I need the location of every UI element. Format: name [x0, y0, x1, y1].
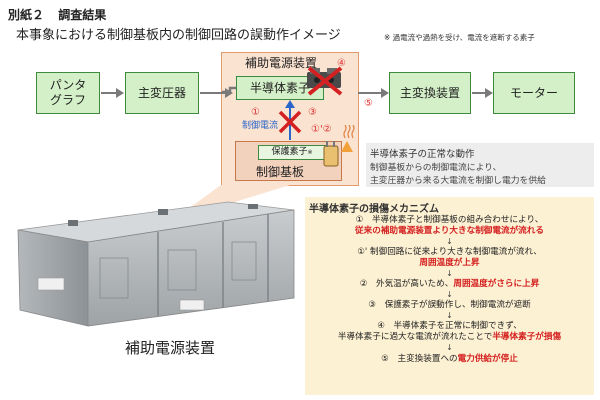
- protection-footnote-mark: ※: [307, 148, 313, 156]
- header-tag-text: 別紙２: [8, 8, 45, 22]
- protection-element-box: 保護素子※: [258, 145, 326, 160]
- step-arrow: ↓: [446, 237, 453, 246]
- step-4-text: 半導体素子に過大な電流が流れたことで: [337, 332, 493, 342]
- step-arrow: ↓: [446, 290, 453, 299]
- pantograph-box: パンタ グラフ: [36, 72, 100, 114]
- step-5-text: ⑤ 主変換装置への: [381, 354, 458, 364]
- damaged-semiconductor-icon: [307, 66, 343, 96]
- aux-power-device-photo: [8, 200, 298, 330]
- step-5-emph: 電力供給が停止: [457, 354, 518, 364]
- control-board-label: 制御基板: [255, 165, 304, 179]
- arrow-aux-converter: [358, 88, 389, 98]
- step-5-line: ⑤ 主変換装置への電力供給が停止: [305, 354, 594, 364]
- page-subtitle: 本事象における制御基板内の制御回路の誤動作イメージ: [16, 28, 341, 43]
- step-3-line: ③ 保護素子が誤動作し、制御電流が遮断: [368, 300, 531, 310]
- marker-1p2: ①'②: [311, 124, 332, 135]
- main-transformer-label: 主変圧器: [137, 85, 186, 100]
- marker-3: ③: [308, 107, 317, 118]
- header-heading: 調査結果: [58, 8, 107, 22]
- step-4-line1: ④ 半導体素子を正常に制御できず、: [377, 321, 522, 331]
- footnote: ※ 過電流や過熱を受け、電流を遮断する素子: [384, 33, 535, 42]
- main-converter-label: 主変換装置: [399, 85, 460, 100]
- step-4-line2: 半導体素子に過大な電流が流れたことで半導体素子が損傷: [305, 332, 594, 342]
- step-arrow: ↓: [446, 343, 453, 352]
- step-2-line: ② 外気温が高いため、周囲温度がさらに上昇: [305, 279, 594, 289]
- step-1p-line2: 周囲温度が上昇: [419, 258, 480, 268]
- motor-label: モーター: [509, 85, 558, 100]
- control-current-label: 制御電流: [242, 121, 279, 131]
- step-4-emph: 半導体素子が損傷: [492, 332, 562, 342]
- normal-operation-note: 半導体素子の正常な動作 制御基板からの制御電流により、 主変圧器から来る大電流を…: [366, 143, 594, 187]
- step-2-emph: 周囲温度がさらに上昇: [453, 279, 540, 289]
- photo-caption: 補助電源装置: [124, 339, 215, 357]
- step-1-line2: 従来の補助電源装置より大きな制御電流が流れる: [355, 226, 544, 236]
- protection-element-label: 保護素子: [271, 146, 308, 157]
- device-drawing: [17, 201, 295, 327]
- normal-note-title: 半導体素子の正常な動作: [370, 149, 475, 160]
- marker-1: ①: [251, 107, 260, 118]
- semiconductor-label: 半導体素子: [249, 80, 310, 95]
- aux-power-label: 補助電源装置: [244, 56, 317, 70]
- step-1-line1: ① 半導体素子と制御基板の組み合わせにより、: [355, 215, 544, 225]
- pantograph-label: パンタ グラフ: [49, 78, 87, 107]
- arrow-pantograph-transformer: [101, 88, 124, 98]
- heat-icon: [343, 125, 355, 139]
- marker-4: ④: [337, 58, 346, 69]
- marker-5: ⑤: [364, 98, 373, 109]
- mechanism-title: 半導体素子の損傷メカニズム: [309, 204, 439, 215]
- warning-icon: [341, 141, 353, 152]
- mechanism-panel: 半導体素子の損傷メカニズム ① 半導体素子と制御基板の組み合わせにより、 従来の…: [305, 197, 594, 395]
- normal-note-line2: 主変圧器から来る大電流を制御し電力を供給: [370, 176, 546, 186]
- control-current-arrow: [278, 100, 302, 140]
- step-arrow: ↓: [446, 311, 453, 320]
- step-2-text: ② 外気温が高いため、: [359, 279, 454, 289]
- arrow-converter-motor: [472, 88, 493, 98]
- motor-box: モーター: [493, 72, 575, 114]
- main-transformer-box: 主変圧器: [125, 72, 199, 114]
- arrow-into-semiconductor: [222, 86, 236, 94]
- step-arrow: ↓: [446, 269, 453, 278]
- protection-chip-icon: [323, 141, 339, 167]
- header-tag: 別紙２ 調査結果: [8, 6, 106, 23]
- main-converter-box: 主変換装置: [389, 72, 471, 114]
- normal-note-line1: 制御基板からの制御電流により、: [370, 163, 502, 173]
- step-1p-line1: ①' 制御回路に従来より大きな制御電流が流れ、: [357, 247, 542, 257]
